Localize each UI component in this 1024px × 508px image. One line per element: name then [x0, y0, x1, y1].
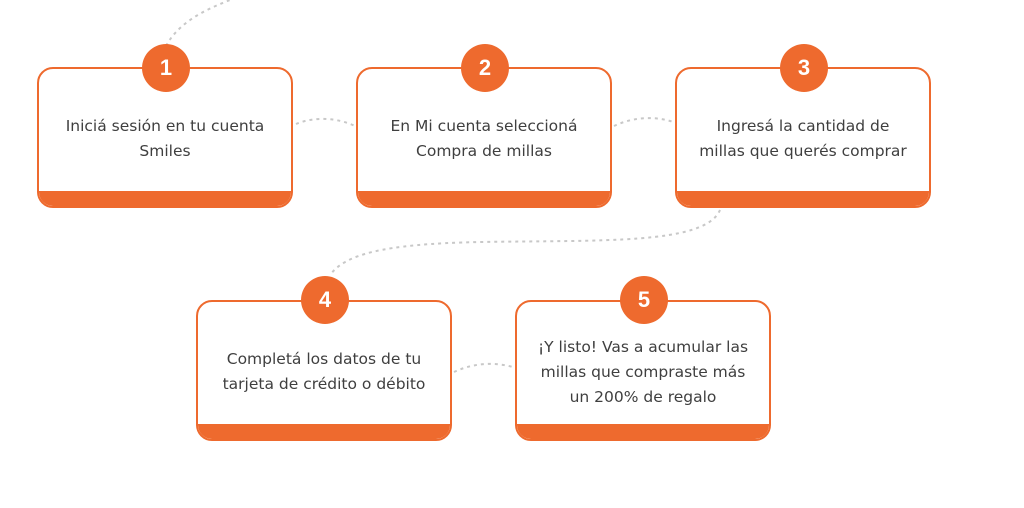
connector-4-5: [453, 362, 517, 373]
step-4-line-2: tarjeta de crédito o débito: [222, 375, 426, 393]
step-5-line-3: un 200% de regalo: [569, 387, 717, 406]
step-1-text: Iniciá sesión en tu cuenta Smiles: [53, 87, 277, 191]
step-1-number-badge: 1: [142, 44, 190, 92]
step-card-5: ¡Y listo! Vas a acumular las millas que …: [515, 300, 771, 441]
step-3-text: Ingresá la cantidad de millas que querés…: [691, 87, 915, 191]
step-4-footer-bar: [198, 424, 450, 439]
connector-1-2: [295, 118, 356, 127]
step-5-line-2: millas que compraste más: [540, 362, 746, 381]
step-2-line-2: Compra de millas: [416, 142, 552, 160]
step-5-number-badge: 5: [620, 276, 668, 324]
step-2-footer-bar: [358, 191, 610, 206]
step-2-text: En Mi cuenta seleccioná Compra de millas: [372, 87, 596, 191]
step-3-footer-bar: [677, 191, 929, 206]
step-3-line-1: Ingresá la cantidad de: [716, 117, 890, 135]
connector-3-4: [329, 209, 721, 276]
step-5-line-1: ¡Y listo! Vas a acumular las: [537, 337, 749, 356]
step-3-number-badge: 3: [780, 44, 828, 92]
step-5-text: ¡Y listo! Vas a acumular las millas que …: [531, 320, 755, 424]
connector-2-3: [613, 117, 677, 127]
step-4-line-1: Completá los datos de tu: [226, 350, 422, 368]
step-4-number-badge: 4: [301, 276, 349, 324]
step-2-line-1: En Mi cuenta seleccioná: [390, 117, 578, 135]
step-5-footer-bar: [517, 424, 769, 439]
step-3-line-2: millas que querés comprar: [699, 142, 907, 160]
step-4-text: Completá los datos de tu tarjeta de créd…: [212, 320, 436, 424]
step-1-footer-bar: [39, 191, 291, 206]
step-2-number-badge: 2: [461, 44, 509, 92]
step-1-line-2: Smiles: [139, 142, 191, 160]
connector-top-start: [165, 0, 231, 47]
step-1-line-1: Iniciá sesión en tu cuenta: [65, 117, 265, 135]
